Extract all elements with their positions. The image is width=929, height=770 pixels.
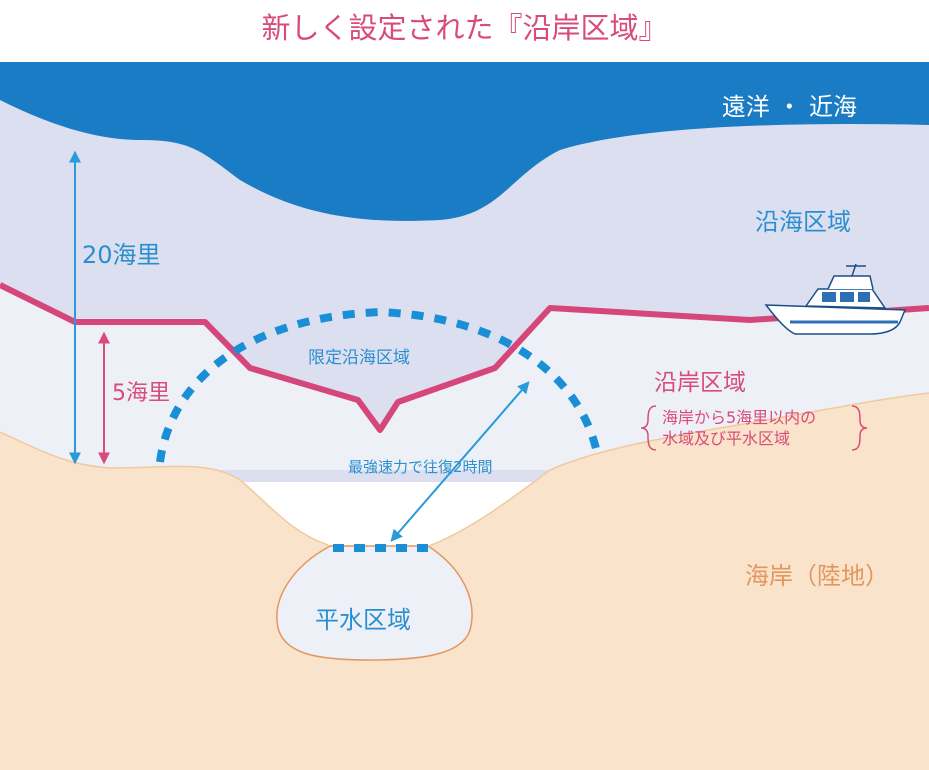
shore-zone-label: 沿岸区域 [654, 370, 746, 396]
sheltered-water-label: 平水区域 [315, 606, 411, 634]
motor-boat-icon [764, 263, 907, 335]
round-trip-arrow [390, 381, 530, 542]
limited-coastal-label: 限定沿海区域 [308, 348, 410, 368]
shore-zone-description: 海岸から5海里以内の 水域及び平水区域 [662, 407, 816, 449]
shore-zone-desc-line1: 海岸から5海里以内の [662, 408, 817, 427]
far-sea-area [0, 62, 929, 221]
sheltered-water-area [276, 545, 473, 661]
shore-water-area [0, 285, 929, 470]
desc-bracket-right [851, 405, 868, 451]
five-nm-label: 5海里 [112, 381, 170, 406]
round-trip-label: 最強速力で往復2時間 [348, 458, 493, 476]
land-area [0, 393, 929, 770]
twenty-nm-label: 20海里 [82, 241, 161, 269]
shore-zone-desc-line2: 水域及び平水区域 [662, 429, 791, 448]
land-label: 海岸（陸地） [745, 562, 889, 590]
five-nm-boundary-line [0, 282, 929, 433]
desc-bracket-left [640, 405, 657, 451]
page-title: 新しく設定された『沿岸区域』 [261, 11, 668, 45]
coastal-sea-label: 沿海区域 [755, 208, 851, 236]
limited-coastal-boundary [156, 307, 602, 463]
far-sea-label: 遠洋 ・ 近海 [721, 93, 857, 121]
